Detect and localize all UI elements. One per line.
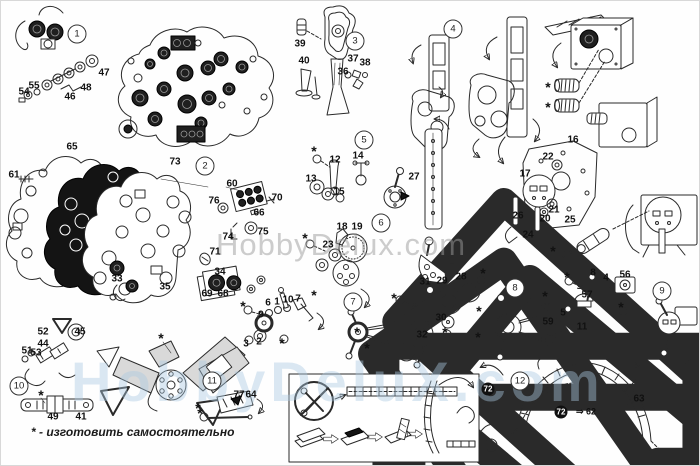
step5-trim-wheel	[309, 154, 700, 466]
step7-control-linkage	[243, 287, 700, 466]
step10-seat-belts	[20, 318, 250, 426]
step11-rudder-pedal	[199, 390, 263, 422]
step4-fuselage-sequence	[411, 16, 540, 230]
step12-canopy-arches	[481, 356, 660, 454]
step3-control-stick	[295, 5, 368, 116]
step2-small-parts	[160, 178, 275, 302]
step2-panel-stack	[5, 155, 192, 304]
scratch-build-footnote: * - изготовить самостоятельно	[31, 425, 235, 439]
pe-folding-instructions-box	[288, 373, 480, 463]
spring-gearbox-assembly	[283, 14, 700, 466]
step1-gauge-cluster	[15, 6, 99, 103]
step6-elevator-quadrant	[305, 228, 700, 466]
floor-assembly	[357, 136, 700, 466]
step8-throttle-quadrant	[395, 275, 700, 466]
step9-side-console	[543, 273, 700, 466]
main-instrument-panel	[117, 26, 274, 147]
